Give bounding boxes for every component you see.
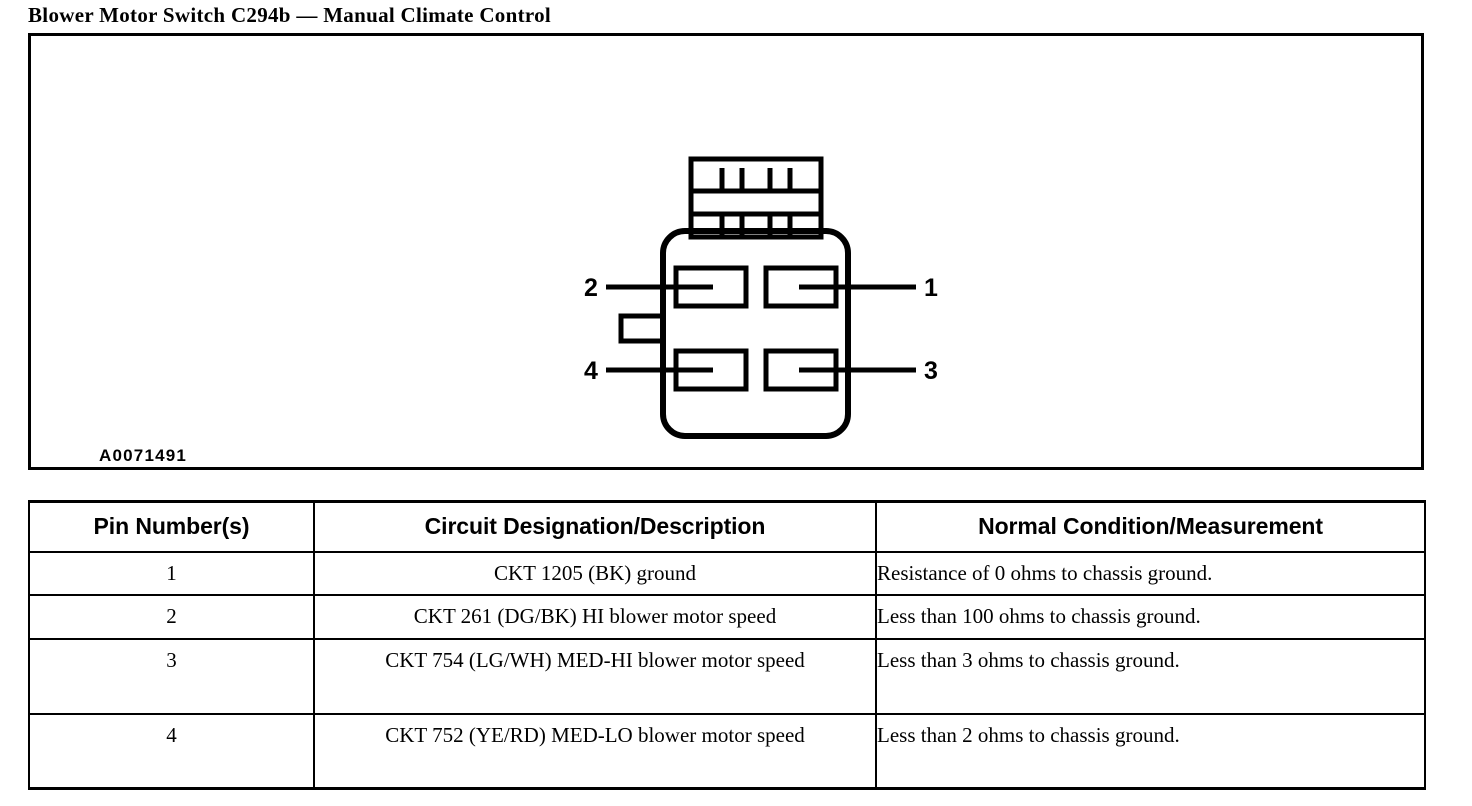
cell-normal-condition: Less than 2 ohms to chassis ground. [875,712,1426,790]
cell-pin-number: 3 [28,637,315,715]
cell-circuit-description: CKT 752 (YE/RD) MED-LO blower motor spee… [313,712,877,790]
latch-middle-band [688,188,824,217]
pin-callout-2: 2 [584,274,598,302]
column-header-normal-condition: Normal Condition/Measurement [875,500,1426,553]
table-header-row: Pin Number(s) Circuit Designation/Descri… [28,500,1426,553]
cell-pin-number: 2 [28,593,315,640]
cell-circuit-description: CKT 754 (LG/WH) MED-HI blower motor spee… [313,637,877,715]
connector-svg: 2 1 4 3 [584,156,938,439]
table-row: 1 CKT 1205 (BK) ground Resistance of 0 o… [28,550,1426,596]
cell-normal-condition: Less than 100 ohms to chassis ground. [875,593,1426,640]
table-row: 2 CKT 261 (DG/BK) HI blower motor speed … [28,593,1426,640]
latch-lower-band [688,211,824,240]
cell-circuit-description: CKT 261 (DG/BK) HI blower motor speed [313,593,877,640]
cell-circuit-description: CKT 1205 (BK) ground [313,550,877,596]
latch-upper-band [688,156,824,194]
table-row: 3 CKT 754 (LG/WH) MED-HI blower motor sp… [28,637,1426,715]
column-header-pin-number: Pin Number(s) [28,500,315,553]
pin-description-table: Pin Number(s) Circuit Designation/Descri… [28,500,1426,790]
column-header-circuit-designation: Circuit Designation/Description [313,500,877,553]
pin-callout-4: 4 [584,357,598,385]
cell-normal-condition: Less than 3 ohms to chassis ground. [875,637,1426,715]
side-keying-tab [618,313,666,344]
pin-callout-3: 3 [924,357,938,385]
cell-pin-number: 1 [28,550,315,596]
cell-pin-number: 4 [28,712,315,790]
cell-normal-condition: Resistance of 0 ohms to chassis ground. [875,550,1426,596]
connector-pinout-diagram: 2 1 4 3 [571,146,951,446]
figure-reference-label: A0071491 [99,446,188,465]
pin-callout-1: 1 [924,274,938,302]
table-row: 4 CKT 752 (YE/RD) MED-LO blower motor sp… [28,712,1426,790]
connector-body [660,228,851,439]
page-title: Blower Motor Switch C294b — Manual Clima… [28,3,552,27]
connector-figure-frame: 2 1 4 3 A0071491 [28,33,1424,470]
